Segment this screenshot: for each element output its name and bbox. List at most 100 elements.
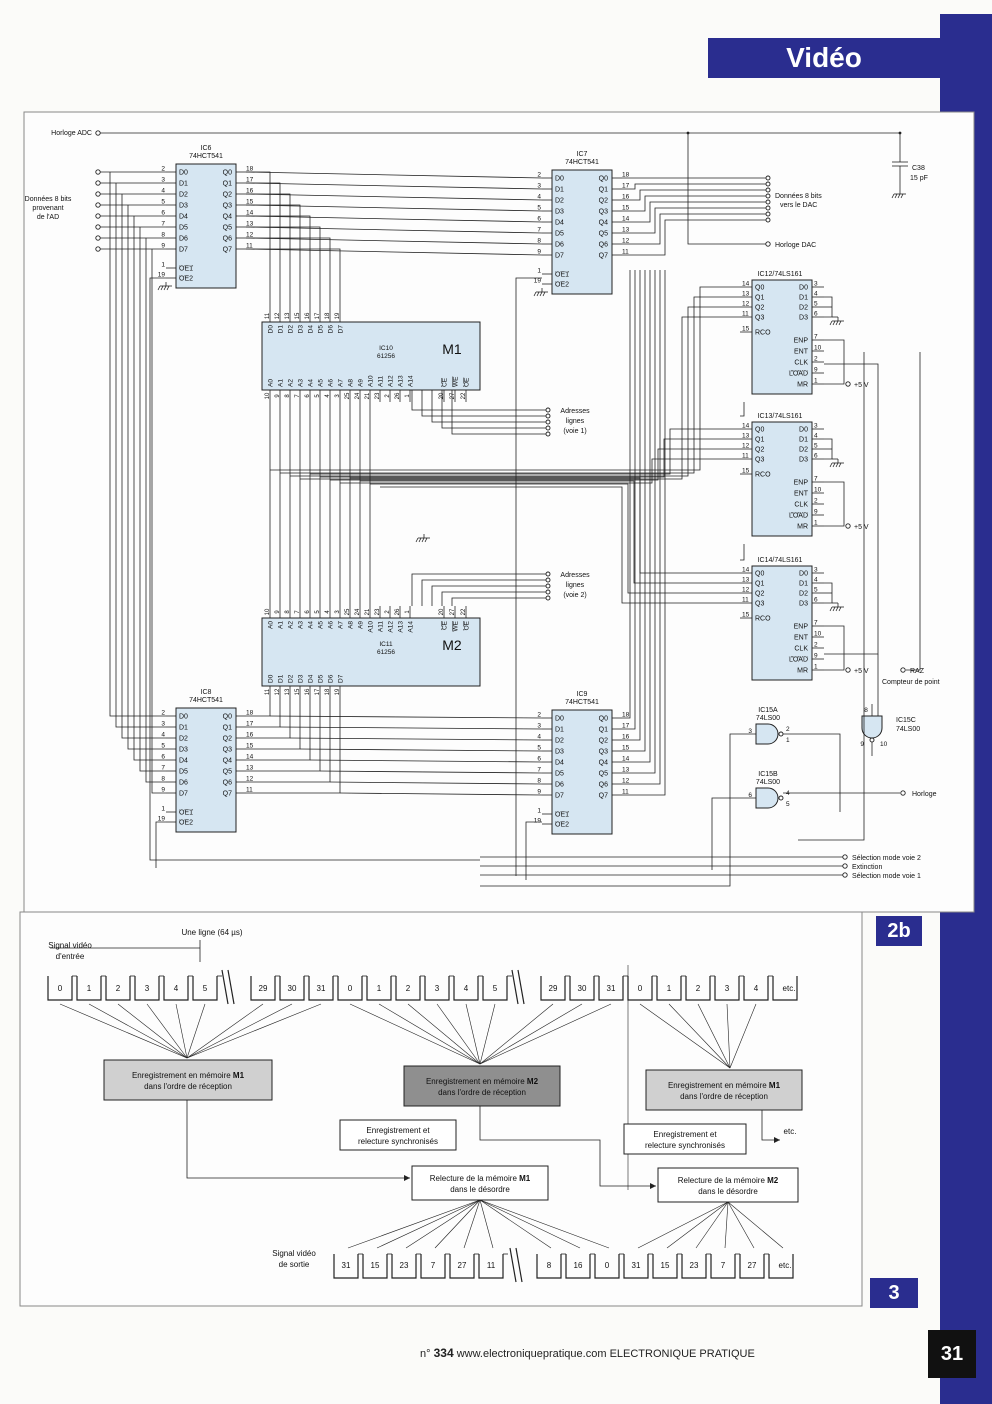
ctrl-wire bbox=[824, 339, 845, 385]
gate-part: 74LS00 bbox=[756, 779, 780, 786]
box-text: Enregistrement en mémoire bbox=[132, 1071, 233, 1080]
data-out-terminal bbox=[765, 187, 771, 193]
pin-number: 20 bbox=[439, 608, 445, 615]
pin-number: 12 bbox=[246, 232, 254, 239]
memory-name: M1 bbox=[442, 341, 462, 357]
input-cell-label: 29 bbox=[259, 984, 268, 993]
input-cell-label: 3 bbox=[725, 984, 730, 993]
pin-number: 11 bbox=[265, 688, 271, 695]
input-cell: 5 bbox=[192, 975, 222, 1001]
buffer-ic8: IC874HCT5412D018Q03D117Q14D216Q25D315Q36… bbox=[158, 689, 254, 833]
pin-label: Q2 bbox=[223, 736, 232, 743]
buffer-body bbox=[175, 707, 237, 833]
input-cell-label: 1 bbox=[87, 984, 92, 993]
buffer-id: IC9 bbox=[577, 691, 588, 698]
pin-label: A14 bbox=[408, 375, 415, 387]
figure-2b-label: 2b bbox=[876, 916, 922, 946]
bus-m1-data bbox=[246, 226, 321, 310]
ground-hatch bbox=[838, 462, 842, 468]
pin-number: 9 bbox=[161, 787, 165, 794]
addr-voie1-label: (voie 1) bbox=[563, 428, 586, 435]
input-cell: etc. bbox=[772, 976, 798, 1001]
buffer-body bbox=[175, 163, 237, 289]
clock-adc-terminal bbox=[95, 130, 101, 136]
output-cell-label: 0 bbox=[605, 1261, 610, 1270]
pin-number: 15 bbox=[742, 326, 750, 333]
pin-label: D0 bbox=[555, 176, 564, 183]
pin-number: 1 bbox=[161, 262, 165, 269]
bus-ic9-in bbox=[339, 792, 543, 796]
output-cell: 23 bbox=[391, 1253, 421, 1279]
output-cell: 7 bbox=[420, 1253, 450, 1279]
section-title: Vidéo bbox=[708, 38, 940, 78]
pin-number: 19 bbox=[335, 312, 341, 319]
pin-number: 15 bbox=[246, 743, 254, 750]
pin-label: D7 bbox=[179, 247, 188, 254]
pin-label: Q5 bbox=[599, 771, 608, 778]
fan-in-m1 bbox=[117, 1003, 188, 1059]
fan-in-m1 bbox=[146, 1003, 188, 1059]
bus-ic9-out bbox=[622, 270, 661, 785]
pin-number: 17 bbox=[315, 688, 321, 695]
pin-number: 2 bbox=[537, 172, 541, 179]
fan-in-m2 bbox=[479, 1003, 612, 1065]
input-cell: 3 bbox=[714, 975, 744, 1001]
pin-number: 9 bbox=[537, 249, 541, 256]
fan-in-m2 bbox=[349, 1003, 481, 1065]
pin-number: 10 bbox=[265, 392, 271, 399]
pin-number: 5 bbox=[537, 745, 541, 752]
box-text-bold: M1 bbox=[233, 1071, 245, 1080]
pin-number: 2 bbox=[814, 356, 818, 363]
output-cell: etc. bbox=[768, 1254, 794, 1279]
data-out-terminal bbox=[765, 193, 771, 199]
bus-ic9-in bbox=[329, 781, 543, 785]
pin-label: MR bbox=[797, 382, 808, 389]
output-cell-label: etc. bbox=[779, 1261, 792, 1270]
input-cell: 30 bbox=[569, 975, 599, 1001]
gate-bubble bbox=[778, 795, 784, 801]
ground-hatch bbox=[536, 291, 540, 297]
gate-part: 74LS00 bbox=[896, 726, 920, 733]
ground-hatch bbox=[838, 606, 842, 612]
pin-number: 9 bbox=[814, 367, 818, 374]
input-cell-label: 0 bbox=[638, 984, 643, 993]
pin-number: 7 bbox=[295, 610, 301, 614]
input-cell-label: 30 bbox=[578, 984, 587, 993]
addr-voie1-terminal bbox=[545, 425, 551, 431]
pin-number: 13 bbox=[246, 221, 254, 228]
pin-label: Q0 bbox=[223, 170, 232, 177]
bus-ic9-out bbox=[622, 270, 656, 774]
data-out-terminal bbox=[765, 205, 771, 211]
cell-outline bbox=[105, 976, 131, 1001]
mode2-label: Sélection mode voie 2 bbox=[852, 855, 921, 862]
buffer-part: 74HCT541 bbox=[565, 699, 599, 706]
pin-label: ENP bbox=[794, 338, 809, 345]
pin-label: D1 bbox=[179, 725, 188, 732]
pin-label: Q1 bbox=[755, 437, 764, 444]
pin-number: 17 bbox=[246, 177, 254, 184]
output-cell: 31 bbox=[623, 1253, 653, 1279]
pin-label: D0 bbox=[179, 714, 188, 721]
etc-label: etc. bbox=[784, 1127, 797, 1136]
arrow-head bbox=[650, 1183, 656, 1189]
pin-label: A7 bbox=[338, 379, 345, 387]
gate-part: 74LS00 bbox=[756, 715, 780, 722]
input-cell-label: 0 bbox=[348, 984, 353, 993]
pin-label: RCO bbox=[755, 330, 771, 337]
ground-icon bbox=[829, 317, 844, 326]
raz-wire bbox=[906, 352, 921, 671]
ground-hatch bbox=[539, 291, 543, 297]
pin-number: 11 bbox=[622, 249, 629, 256]
pin-number: 12 bbox=[742, 301, 750, 308]
pin-number: 16 bbox=[622, 194, 630, 201]
output-cell: 27 bbox=[449, 1253, 479, 1279]
arrow-wire bbox=[186, 1100, 410, 1179]
memory-body bbox=[261, 321, 481, 391]
cell-outline bbox=[449, 1254, 475, 1279]
pin-number: 4 bbox=[537, 194, 541, 201]
cell-outline bbox=[772, 976, 798, 1001]
pin-number: 22 bbox=[461, 608, 467, 615]
pin-number: 6 bbox=[161, 754, 165, 761]
horloge-label: Horloge bbox=[912, 791, 937, 798]
